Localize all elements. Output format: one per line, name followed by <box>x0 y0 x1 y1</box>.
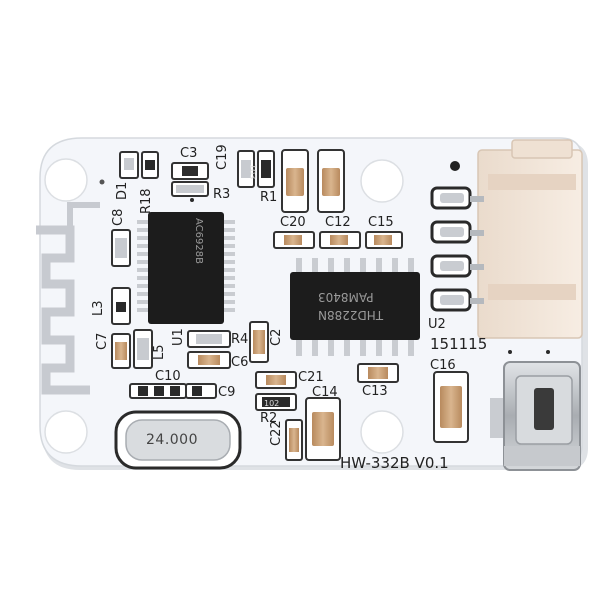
micro-usb-connector <box>503 361 581 471</box>
label-r3: R3 <box>213 187 231 202</box>
chip-u2-marking-b: THD2288N <box>318 308 384 322</box>
label-l5: L5 <box>152 344 167 360</box>
label-c13: C13 <box>362 384 388 399</box>
mounting-hole <box>360 159 404 203</box>
label-c22: C22 <box>269 420 284 446</box>
label-r18: R18 <box>139 188 154 214</box>
antenna-feed <box>67 202 100 230</box>
label-c15: C15 <box>368 215 394 230</box>
chip-u1 <box>137 212 235 324</box>
date-code: 151115 <box>430 335 488 353</box>
label-c14: C14 <box>312 385 338 400</box>
mounting-hole <box>44 158 88 202</box>
fiducial-dot <box>99 179 105 185</box>
chip-u1-marking: AC6928B <box>193 218 204 264</box>
output-pads <box>430 186 472 312</box>
crystal-frequency: 24.000 <box>146 432 198 448</box>
board-model: HW-332B V0.1 <box>340 454 449 472</box>
resistor-r2-code: 102 <box>264 399 280 408</box>
mounting-hole <box>360 410 404 454</box>
label-c12: C12 <box>325 215 351 230</box>
chip-u2-marking-a: PAM8403 <box>318 290 374 304</box>
label-c10: C10 <box>155 369 181 384</box>
chip-u2 <box>290 258 420 356</box>
jst-connector <box>470 139 583 339</box>
label-u2: U2 <box>428 317 446 332</box>
label-c2: C2 <box>269 328 284 346</box>
label-c9: C9 <box>218 385 236 400</box>
label-c6: C6 <box>231 355 249 370</box>
label-c16: C16 <box>430 358 456 373</box>
label-r1: R1 <box>260 190 278 205</box>
label-c19: C19 <box>215 144 230 170</box>
mounting-hole <box>44 410 88 454</box>
label-c8: C8 <box>111 208 126 226</box>
crystal-oscillator <box>114 410 242 470</box>
label-c21: C21 <box>298 370 324 385</box>
antenna-trace <box>36 225 90 395</box>
label-r4: R4 <box>231 332 249 347</box>
label-c20: C20 <box>280 215 306 230</box>
resistor-r1-code: 103 <box>248 164 257 180</box>
fiducial-dot <box>450 161 460 171</box>
label-c3: C3 <box>180 146 198 161</box>
label-u1: U1 <box>171 328 186 346</box>
label-l3: L3 <box>91 300 106 316</box>
label-c7: C7 <box>95 332 110 350</box>
label-r2: R2 <box>260 411 278 426</box>
label-d1: D1 <box>115 181 130 200</box>
